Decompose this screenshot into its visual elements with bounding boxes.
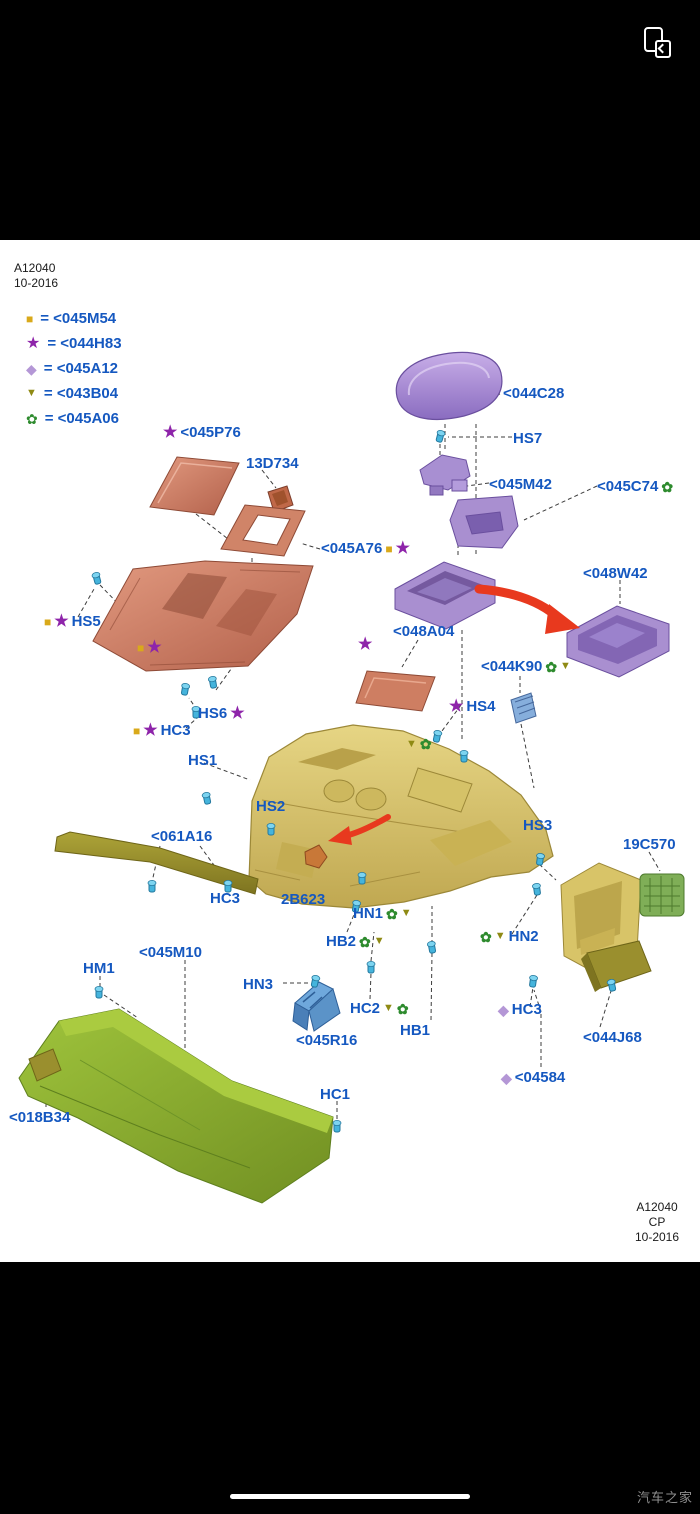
screen-cast-icon-inner [655,40,671,58]
legend-item: ★ = <044H83 [26,331,122,356]
doc-header: A12040 10-2016 [14,261,58,291]
diagram-page: A12040 10-2016 ■ = <045M54 ★ = <044H83 ◆ = <0… [0,240,700,1262]
legend-item: ◆ = <045A12 [26,356,122,381]
doc-footer-date: 10-2016 [634,1230,680,1244]
home-indicator[interactable] [230,1494,470,1499]
doc-footer: A12040 CP 10-2016 [618,1200,696,1245]
diamond-symbol-icon: ◆ [26,360,37,377]
watermark: 汽车之家 [636,1490,693,1505]
legend-label: = <045A12 [43,360,119,377]
flower-symbol-icon: ✿ [26,410,38,427]
legend-item: ✿ = <045A06 [26,406,122,431]
legend-label: = <045M54 [40,310,117,327]
legend-label: = <044H83 [47,335,122,352]
legend-label: = <045A06 [44,410,119,427]
star-symbol-icon: ★ [26,334,41,352]
legend-item: ■ = <045M54 [26,306,122,331]
triangle-symbol-icon: ▼ [26,387,37,399]
screen-cast-icon-outer [644,27,663,52]
doc-footer-code: A12040 [636,1200,678,1214]
square-symbol-icon: ■ [26,311,34,326]
doc-header-code: A12040 [14,261,56,275]
legend-item: ▼ = <043B04 [26,381,122,406]
legend-label: = <043B04 [43,385,119,402]
doc-header-date: 10-2016 [14,276,59,290]
doc-footer-cp: CP [648,1215,666,1229]
legend: ■ = <045M54 ★ = <044H83 ◆ = <045A12 ▼ = <043B04… [26,306,122,431]
screen-cast-icon[interactable] [642,27,678,61]
